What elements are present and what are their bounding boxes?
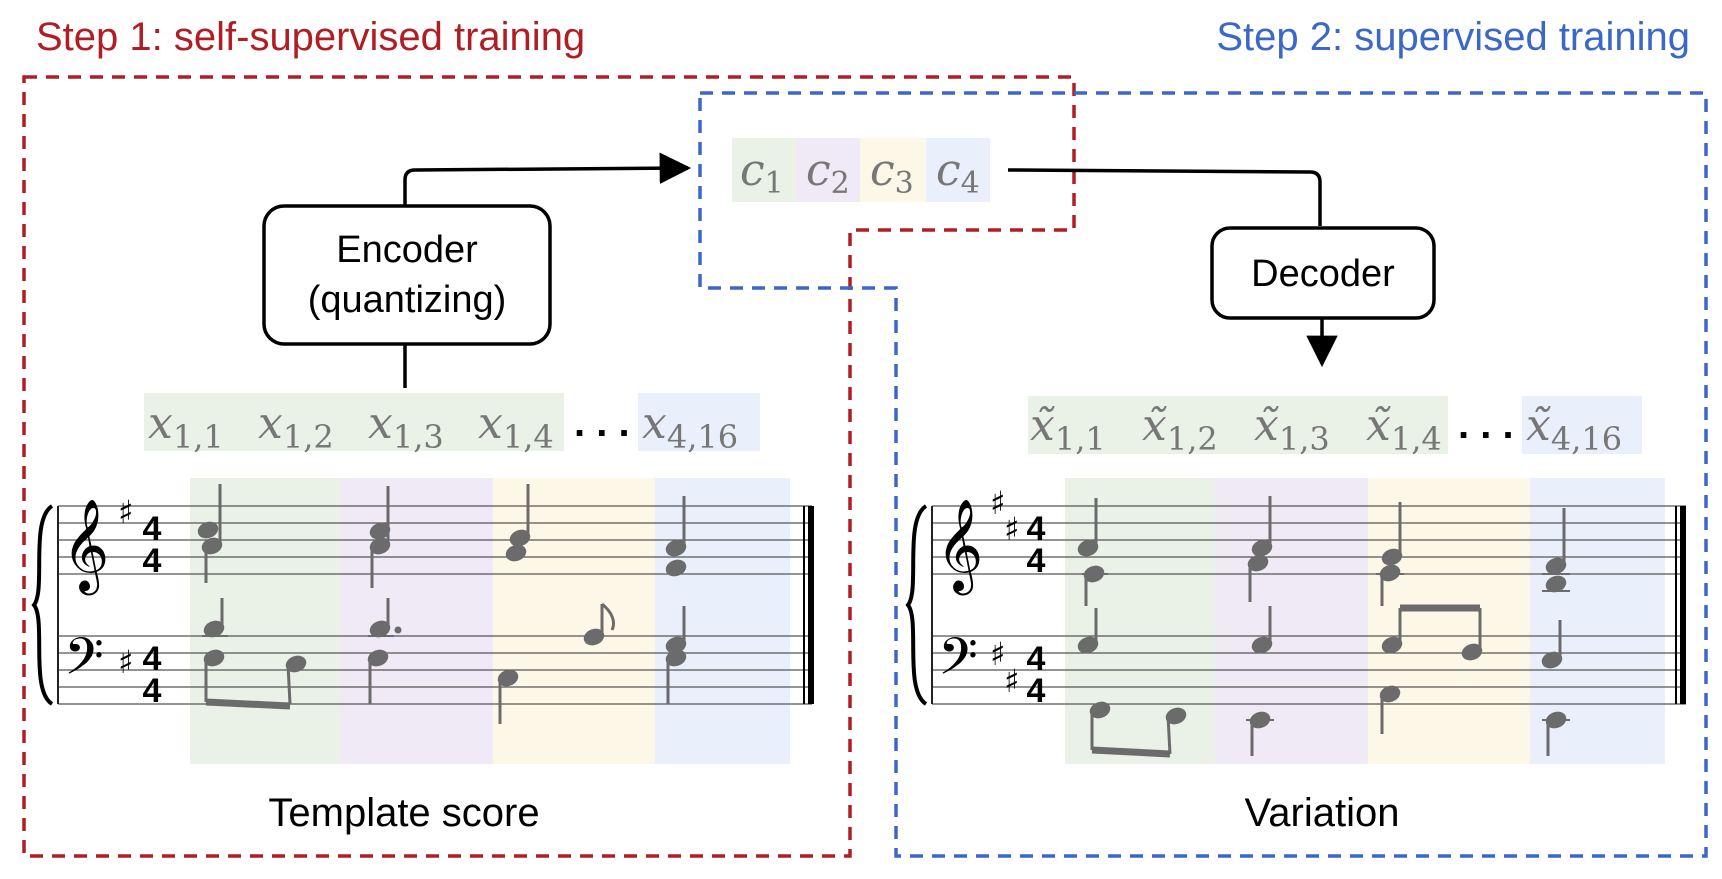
step2-title: Step 2: supervised training xyxy=(1216,15,1690,59)
variation-stem xyxy=(1166,715,1172,755)
variation-treble-time-top: 4 xyxy=(1027,510,1046,548)
template-score: 𝄞 𝄢 ♯ ♯ 4 4 4 4 xyxy=(31,478,814,764)
input-token-last-bg xyxy=(638,393,760,451)
input-token-1-4: x1,4 xyxy=(478,398,554,456)
encoder-to-codes-arrow xyxy=(403,152,692,205)
output-token-4-16: x̃4,16 xyxy=(1526,400,1622,458)
output-tokens-bg xyxy=(1028,396,1448,454)
template-stem xyxy=(286,663,292,705)
input-tokens-bg xyxy=(144,393,564,451)
template-treble-time-top: 4 xyxy=(143,510,162,548)
output-token-1-2: x̃1,2 xyxy=(1142,400,1218,458)
variation-col-bg-2 xyxy=(1215,478,1368,764)
template-dot xyxy=(394,626,402,634)
variation-bass-sharp-icon: ♯ xyxy=(1004,662,1019,700)
template-treble-clef-icon: 𝄞 xyxy=(62,498,109,595)
output-token-last-bg xyxy=(1522,396,1642,454)
template-beam xyxy=(205,698,291,710)
template-note xyxy=(665,559,687,577)
template-note xyxy=(285,655,307,673)
template-treble-sharp-icon: ♯ xyxy=(118,493,133,531)
template-bass-time-bottom: 4 xyxy=(143,672,162,710)
template-note xyxy=(197,521,219,539)
template-bass-clef-icon: 𝄢 xyxy=(64,626,104,699)
variation-score: 𝄞 𝄢 ♯ ♯ ♯ ♯ 4 4 4 4 xyxy=(905,478,1686,764)
encoder-label: Encoder xyxy=(336,229,478,271)
output-token-1-1: x̃1,1 xyxy=(1030,400,1106,458)
variation-treble-time-bottom: 4 xyxy=(1027,542,1046,580)
variation-brace xyxy=(905,504,928,706)
template-treble-time-bottom: 4 xyxy=(143,542,162,580)
output-token-1-4: x̃1,4 xyxy=(1366,400,1442,458)
code-token-1: c1 xyxy=(740,145,784,201)
variation-bass-sharp-icon: ♯ xyxy=(990,635,1005,673)
decoder-label: Decoder xyxy=(1251,253,1395,295)
step2-region xyxy=(698,91,1708,858)
variation-beam xyxy=(1091,746,1171,758)
template-bass-sharp-icon: ♯ xyxy=(118,643,133,681)
template-flag xyxy=(601,602,616,631)
input-ellipsis: . . . xyxy=(574,401,630,445)
template-col-bg-3 xyxy=(493,478,655,764)
input-token-1-3: x1,3 xyxy=(368,398,444,456)
variation-bass-time-bottom: 4 xyxy=(1027,672,1046,710)
variation-bass-clef-icon: 𝄢 xyxy=(938,626,978,699)
variation-col-bg-3 xyxy=(1368,478,1530,764)
code-bg-2 xyxy=(796,138,860,202)
variation-caption: Variation xyxy=(1245,791,1400,835)
encoder-sublabel: (quantizing) xyxy=(308,279,507,321)
code-token-4: c4 xyxy=(936,145,980,201)
output-ellipsis: . . . xyxy=(1458,403,1514,447)
template-col-bg-4 xyxy=(655,478,790,764)
input-token-4-16: x4,16 xyxy=(642,398,738,456)
variation-treble-clef-icon: 𝄞 xyxy=(936,498,983,595)
code-bg-1 xyxy=(732,138,796,202)
input-token-1-2: x1,2 xyxy=(258,398,334,456)
variation-treble-sharp-icon: ♯ xyxy=(1004,510,1019,548)
template-bass-staff xyxy=(58,635,812,705)
input-token-1-1: x1,1 xyxy=(148,398,224,456)
variation-bass-time-top: 4 xyxy=(1027,640,1046,678)
encoder-box xyxy=(262,204,552,346)
template-score-caption: Template score xyxy=(268,791,539,835)
code-token-3: c3 xyxy=(870,145,914,201)
step1-title: Step 1: self-supervised training xyxy=(36,15,585,59)
codes-to-decoder-line xyxy=(1007,168,1322,226)
code-token-2: c2 xyxy=(806,145,850,201)
variation-treble-sharp-icon: ♯ xyxy=(990,484,1005,522)
template-bass-time-top: 4 xyxy=(143,640,162,678)
variation-col-bg-1 xyxy=(1065,478,1215,764)
output-token-1-3: x̃1,3 xyxy=(1254,400,1330,458)
code-bg-4 xyxy=(926,138,990,202)
template-note xyxy=(505,544,527,562)
template-treble-staff xyxy=(58,505,812,575)
template-col-bg-2 xyxy=(340,478,493,764)
template-col-bg-1 xyxy=(190,478,340,764)
variation-note xyxy=(1165,707,1187,725)
variation-notes xyxy=(1077,496,1570,758)
template-notes xyxy=(197,484,687,724)
code-bg-3 xyxy=(860,138,926,202)
template-brace xyxy=(31,504,54,706)
